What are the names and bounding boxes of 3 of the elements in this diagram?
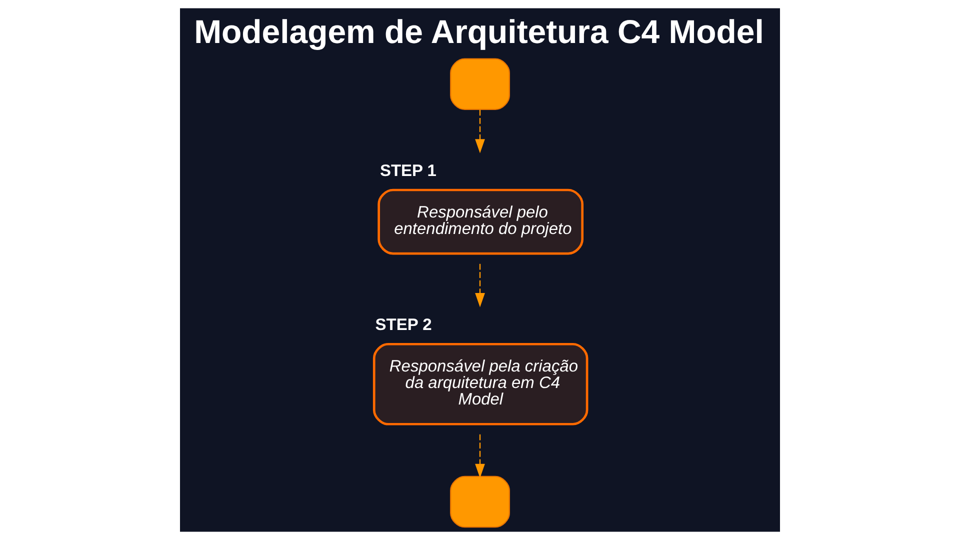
- diagram-title: Modelagem de Arquitetura C4 Model: [194, 12, 764, 50]
- node-label: STEP 1: [380, 162, 436, 180]
- node-label: STEP 2: [375, 316, 432, 334]
